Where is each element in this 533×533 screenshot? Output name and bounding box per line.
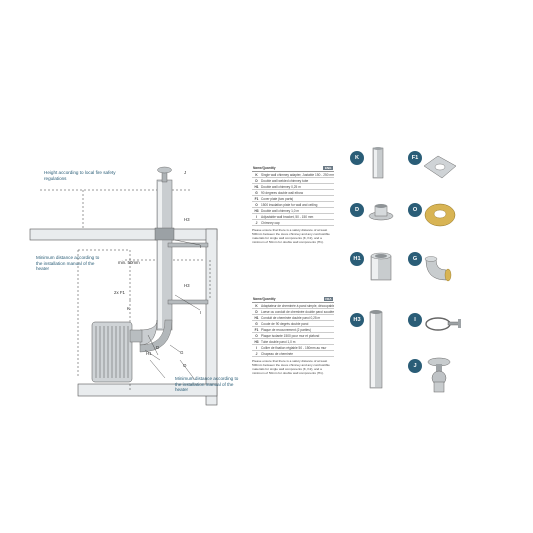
safety-note: Please ensure that there is a safety dis…	[252, 359, 330, 375]
floor	[77, 383, 218, 397]
badge-O: O	[408, 203, 422, 217]
note-min-heater: Minimum distance according to the instal…	[36, 255, 100, 272]
label-O: O	[183, 363, 187, 368]
wall	[205, 228, 218, 406]
label-D: D	[156, 345, 160, 350]
badge-H1: H1	[350, 252, 364, 266]
badge-J: J	[408, 359, 422, 373]
badge-D: D	[350, 203, 364, 217]
label-I-lower: I	[200, 310, 202, 315]
label-H1: H1	[146, 351, 152, 356]
label-2xF1: 2x F1	[114, 290, 125, 295]
part-I-image	[425, 317, 461, 331]
language-tag: ENG	[323, 166, 333, 170]
part-D-image	[368, 204, 394, 221]
label-H3-upper: H3	[184, 217, 190, 222]
heater	[91, 321, 143, 383]
badge-H3: H3	[350, 313, 364, 327]
safety-note: Please ensure that there is a safety dis…	[252, 228, 330, 244]
part-K-image	[372, 147, 384, 179]
table-header: Name/Quantity	[253, 166, 276, 170]
label-K: K	[127, 306, 130, 311]
note-min-install: Minimum distance according to the instal…	[175, 376, 239, 393]
part-H3-image	[369, 310, 383, 389]
note-height: Height according to local fire safety re…	[44, 170, 116, 181]
part-F1-image	[423, 155, 457, 179]
badge-F1: F1	[408, 151, 422, 165]
table-header: Name/Quantity	[253, 297, 276, 301]
part-J-image	[427, 357, 451, 393]
ceiling-slab	[29, 228, 218, 241]
badge-G: G	[408, 252, 422, 266]
part-O-image	[424, 203, 456, 227]
badge-K: K	[350, 151, 364, 165]
label-G: G	[180, 350, 184, 355]
label-I-upper: I	[200, 244, 202, 249]
language-tag: FRA	[323, 297, 333, 301]
part-H1-image	[370, 252, 392, 281]
badge-I: I	[408, 313, 422, 327]
part-G-image	[424, 256, 452, 282]
dim-min50: min. 50mm	[118, 260, 140, 265]
chimney-pipe	[139, 166, 209, 353]
label-J: J	[184, 170, 187, 175]
label-H3-lower: H3	[184, 283, 190, 288]
